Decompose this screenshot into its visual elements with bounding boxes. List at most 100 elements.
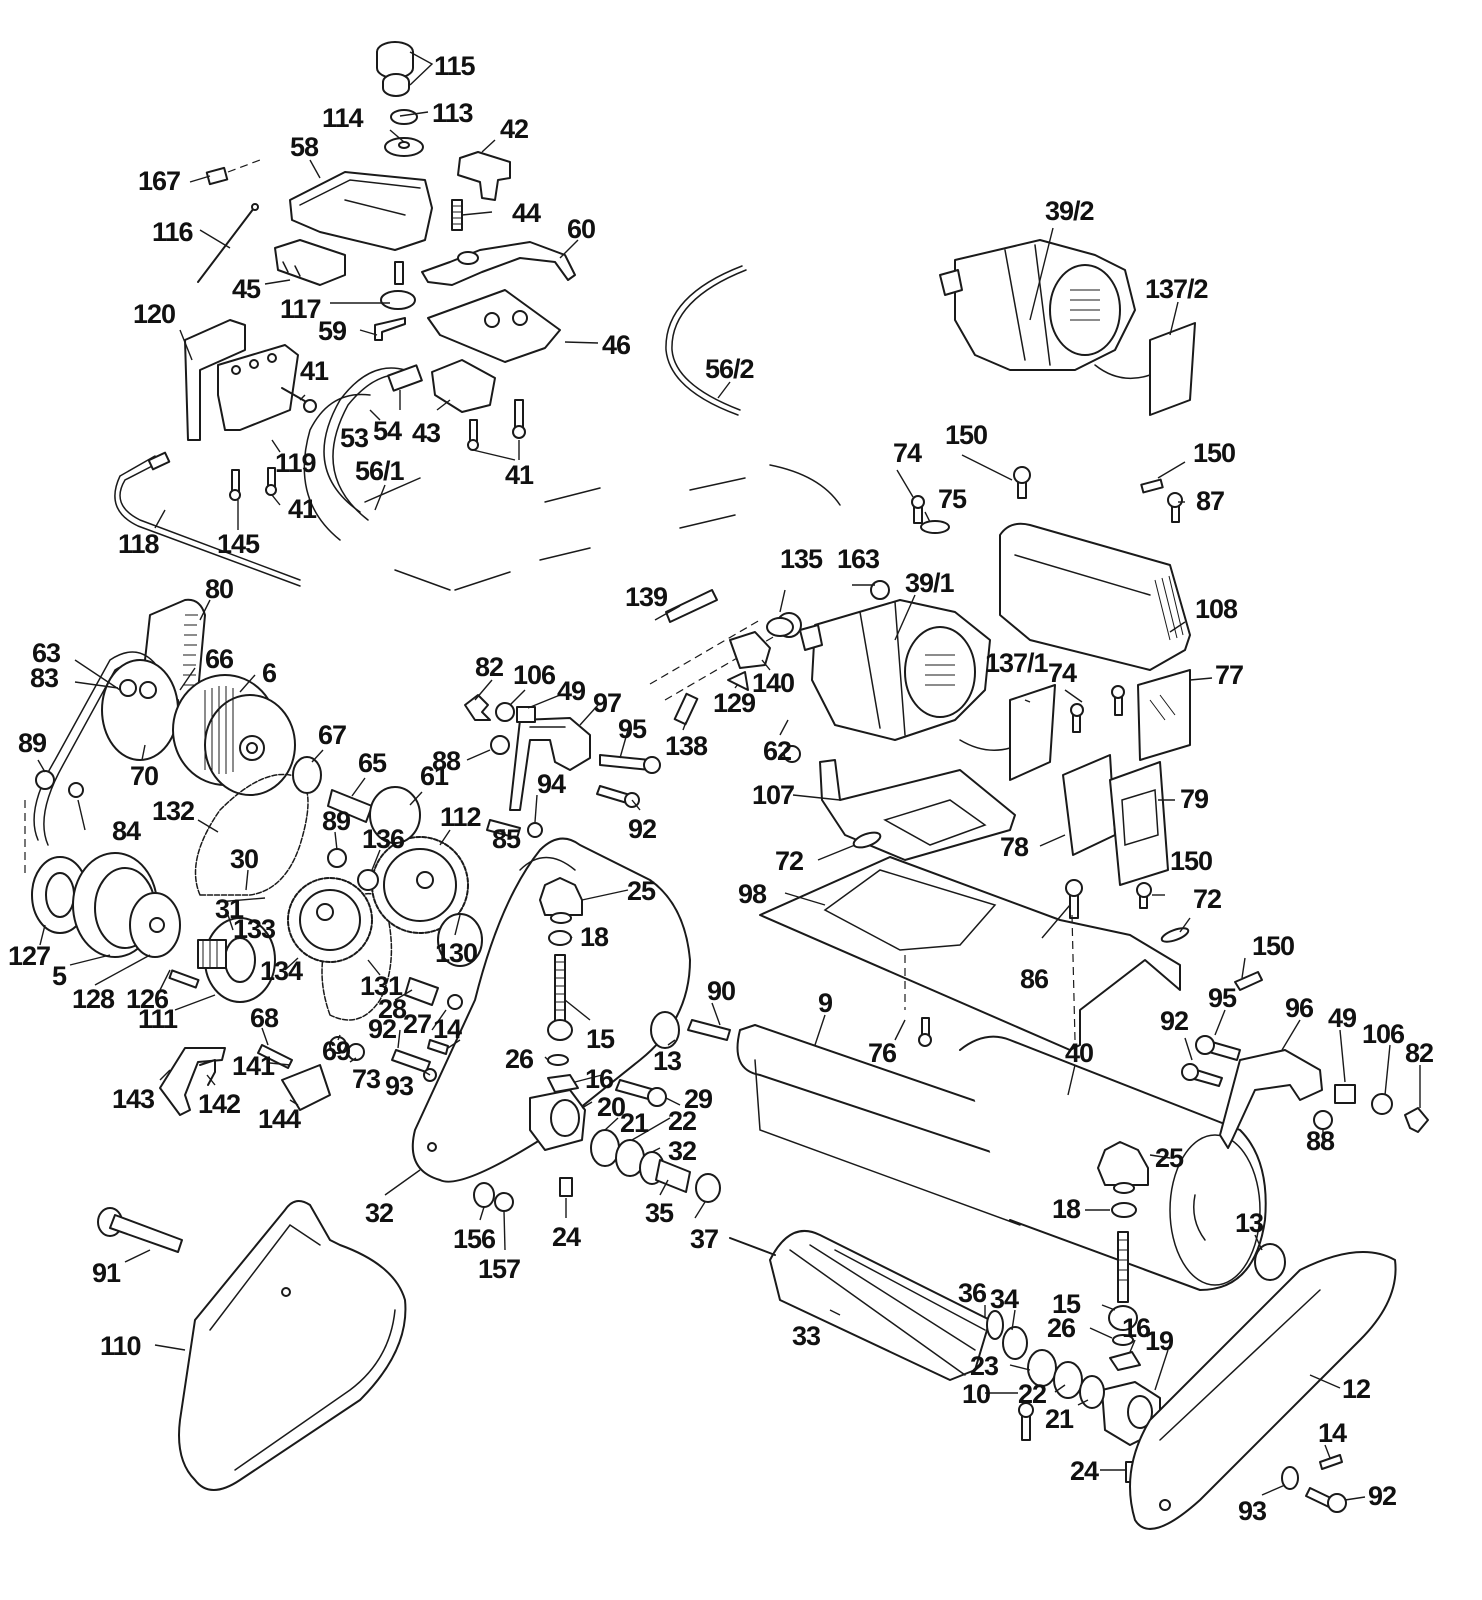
part-107-motor-tray bbox=[819, 759, 1016, 861]
label-58: 58 bbox=[290, 132, 319, 162]
small-fasteners bbox=[776, 466, 1183, 1047]
part-98-cover-plate bbox=[759, 856, 1181, 1051]
label-5: 5 bbox=[52, 961, 67, 991]
part-143-lever bbox=[159, 1047, 226, 1116]
part-39-2-motor bbox=[939, 239, 1136, 371]
label-96: 96 bbox=[1285, 993, 1314, 1023]
label-28: 28 bbox=[378, 994, 407, 1024]
part-60-lever bbox=[421, 241, 576, 286]
label-98: 98 bbox=[738, 879, 767, 909]
part-113-114-nut-washer bbox=[384, 109, 424, 157]
part-45-switch-block bbox=[274, 239, 346, 286]
part-49-106-82-88-right bbox=[1313, 1084, 1429, 1133]
assembly-guide-dashes bbox=[364, 464, 841, 591]
label-93-a: 93 bbox=[385, 1071, 414, 1101]
label-113: 113 bbox=[432, 98, 474, 128]
part-25-adjuster-right bbox=[1097, 1141, 1149, 1194]
part-20-knob-left bbox=[529, 1089, 586, 1151]
label-92-b: 92 bbox=[628, 814, 656, 844]
label-136: 136 bbox=[362, 824, 405, 854]
label-16-a: 16 bbox=[585, 1064, 614, 1094]
label-86: 86 bbox=[1020, 964, 1049, 994]
label-45: 45 bbox=[232, 274, 261, 304]
part-144-plate bbox=[281, 1064, 331, 1111]
part-14-93-92-fasteners-right bbox=[1281, 1454, 1347, 1513]
label-92-c: 92 bbox=[1160, 1006, 1188, 1036]
label-41-b: 41 bbox=[505, 460, 534, 490]
label-77: 77 bbox=[1215, 660, 1243, 690]
label-44: 44 bbox=[512, 198, 541, 228]
part-130-bearing bbox=[437, 913, 483, 967]
part-53-54-56-1-cables bbox=[303, 364, 423, 541]
label-92-d: 92 bbox=[1368, 1481, 1396, 1511]
label-15-a: 15 bbox=[586, 1024, 615, 1054]
label-19: 19 bbox=[1145, 1326, 1174, 1356]
label-21-a: 21 bbox=[620, 1108, 649, 1138]
part-89-84-nuts bbox=[35, 770, 347, 868]
label-39-1: 39/1 bbox=[905, 568, 955, 598]
part-92-93-14-fasteners bbox=[391, 1039, 449, 1082]
label-29: 29 bbox=[684, 1084, 713, 1114]
part-140-block bbox=[729, 631, 771, 669]
label-66: 66 bbox=[205, 644, 234, 674]
part-32-side-plate-left bbox=[411, 837, 691, 1183]
label-92-a: 92 bbox=[368, 1014, 396, 1044]
label-21-b: 21 bbox=[1045, 1404, 1074, 1434]
label-89-b: 89 bbox=[322, 806, 351, 836]
label-115: 115 bbox=[434, 51, 476, 81]
label-24-a: 24 bbox=[552, 1222, 581, 1252]
label-126: 126 bbox=[126, 984, 169, 1014]
part-117-stud bbox=[380, 261, 416, 310]
label-140: 140 bbox=[752, 668, 794, 698]
label-76: 76 bbox=[868, 1038, 897, 1068]
part-41-screws bbox=[229, 387, 526, 501]
part-12-side-plate-right bbox=[1129, 1251, 1397, 1530]
part-10-bolt-right bbox=[1018, 1402, 1034, 1441]
label-80: 80 bbox=[205, 574, 233, 604]
label-49-b: 49 bbox=[1328, 1003, 1357, 1033]
part-26-16-washers-left bbox=[547, 1054, 579, 1093]
label-53: 53 bbox=[340, 423, 369, 453]
label-31: 31 bbox=[215, 894, 244, 924]
label-24-b: 24 bbox=[1070, 1456, 1099, 1486]
label-18-a: 18 bbox=[580, 922, 609, 952]
part-33-cutting-cylinder bbox=[729, 1230, 1028, 1381]
part-18-nut-right bbox=[1111, 1202, 1137, 1218]
label-41-c: 41 bbox=[288, 494, 317, 524]
label-106-a: 106 bbox=[513, 660, 556, 690]
label-25-b: 25 bbox=[1155, 1143, 1184, 1173]
part-112-sprocket bbox=[371, 836, 469, 934]
label-26-b: 26 bbox=[1047, 1313, 1076, 1343]
label-9: 9 bbox=[818, 988, 833, 1018]
label-25-a: 25 bbox=[627, 876, 656, 906]
label-74-b: 74 bbox=[1048, 658, 1077, 688]
label-32-a: 32 bbox=[668, 1136, 696, 1166]
label-40: 40 bbox=[1065, 1038, 1093, 1068]
label-88-b: 88 bbox=[1306, 1126, 1335, 1156]
part-138-spring bbox=[673, 692, 699, 726]
leader-lines bbox=[37, 111, 1421, 1501]
part-43-clamp bbox=[431, 359, 496, 413]
part-95-92-bolts-left bbox=[596, 754, 661, 808]
label-107: 107 bbox=[752, 780, 794, 810]
label-12: 12 bbox=[1342, 1374, 1370, 1404]
label-33: 33 bbox=[792, 1321, 821, 1351]
part-56-2-cable bbox=[665, 265, 747, 416]
label-14-a: 14 bbox=[433, 1014, 462, 1044]
label-75: 75 bbox=[938, 484, 967, 514]
part-58-switch-cover bbox=[289, 171, 433, 251]
label-35: 35 bbox=[645, 1198, 674, 1228]
label-67: 67 bbox=[318, 720, 346, 750]
part-79-bracket bbox=[1109, 761, 1169, 886]
part-111-gear bbox=[197, 917, 276, 1003]
label-167: 167 bbox=[138, 166, 180, 196]
label-26-a: 26 bbox=[505, 1044, 534, 1074]
part-77-plate bbox=[1137, 669, 1191, 761]
label-54: 54 bbox=[373, 416, 402, 446]
part-21-22-32-35-37-bearing-stack-left bbox=[590, 1129, 721, 1203]
label-91: 91 bbox=[92, 1258, 121, 1288]
label-60: 60 bbox=[567, 214, 595, 244]
label-112: 112 bbox=[440, 802, 481, 832]
part-68-bolt bbox=[257, 1044, 293, 1069]
